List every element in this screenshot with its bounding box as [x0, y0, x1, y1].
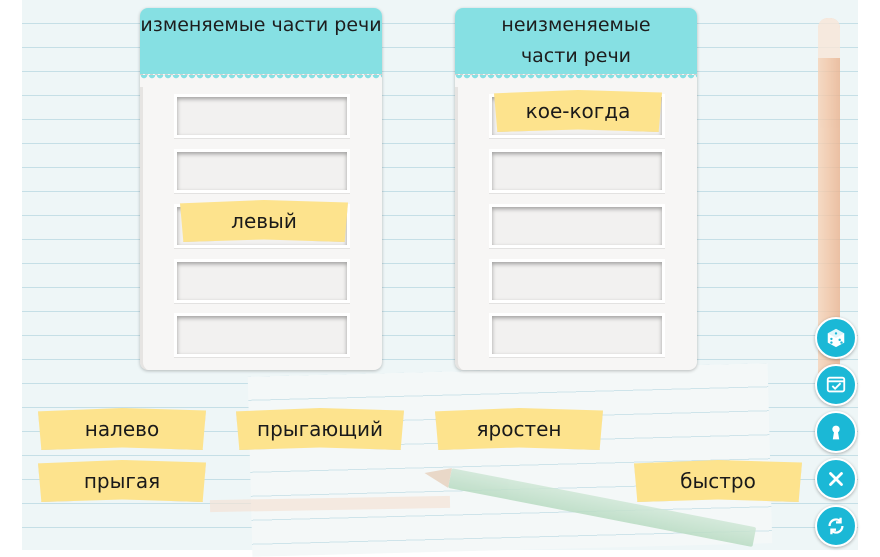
word-card[interactable]: прыгая — [38, 460, 206, 502]
checklist-icon — [826, 376, 846, 393]
drop-slot[interactable] — [174, 313, 350, 357]
dice-button[interactable] — [815, 317, 857, 359]
close-icon — [829, 472, 843, 486]
word-card[interactable]: налево — [38, 408, 206, 450]
drop-slot[interactable] — [489, 313, 665, 357]
word-card[interactable]: яростен — [435, 408, 603, 450]
drop-slot[interactable] — [489, 259, 665, 303]
close-button[interactable] — [815, 458, 857, 500]
hint-button[interactable] — [815, 411, 857, 453]
keyhole-icon — [832, 425, 840, 440]
word-card[interactable]: прыгающий — [236, 408, 404, 450]
reset-button[interactable] — [815, 505, 857, 547]
word-card[interactable]: быстро — [634, 460, 802, 502]
panel-edge — [455, 74, 697, 87]
reset-icon — [828, 517, 844, 535]
dice-icon — [827, 328, 845, 348]
word-card[interactable]: кое-когда — [494, 90, 662, 132]
pencil-decoration — [818, 18, 840, 378]
check-button[interactable] — [815, 364, 857, 406]
category-panel-changeable: изменяемые части речи — [140, 8, 382, 370]
drop-slot[interactable] — [489, 204, 665, 248]
drop-slot[interactable] — [174, 259, 350, 303]
category-title-changeable: изменяемые части речи — [140, 8, 382, 74]
drop-slot[interactable] — [174, 94, 350, 138]
drop-slot[interactable] — [174, 149, 350, 193]
drop-slot[interactable] — [489, 149, 665, 193]
panel-edge — [140, 74, 382, 87]
category-panel-unchangeable: неизменяемые части речи — [455, 8, 697, 370]
word-card[interactable]: левый — [180, 200, 348, 242]
category-title-unchangeable: неизменяемые части речи — [455, 8, 697, 74]
